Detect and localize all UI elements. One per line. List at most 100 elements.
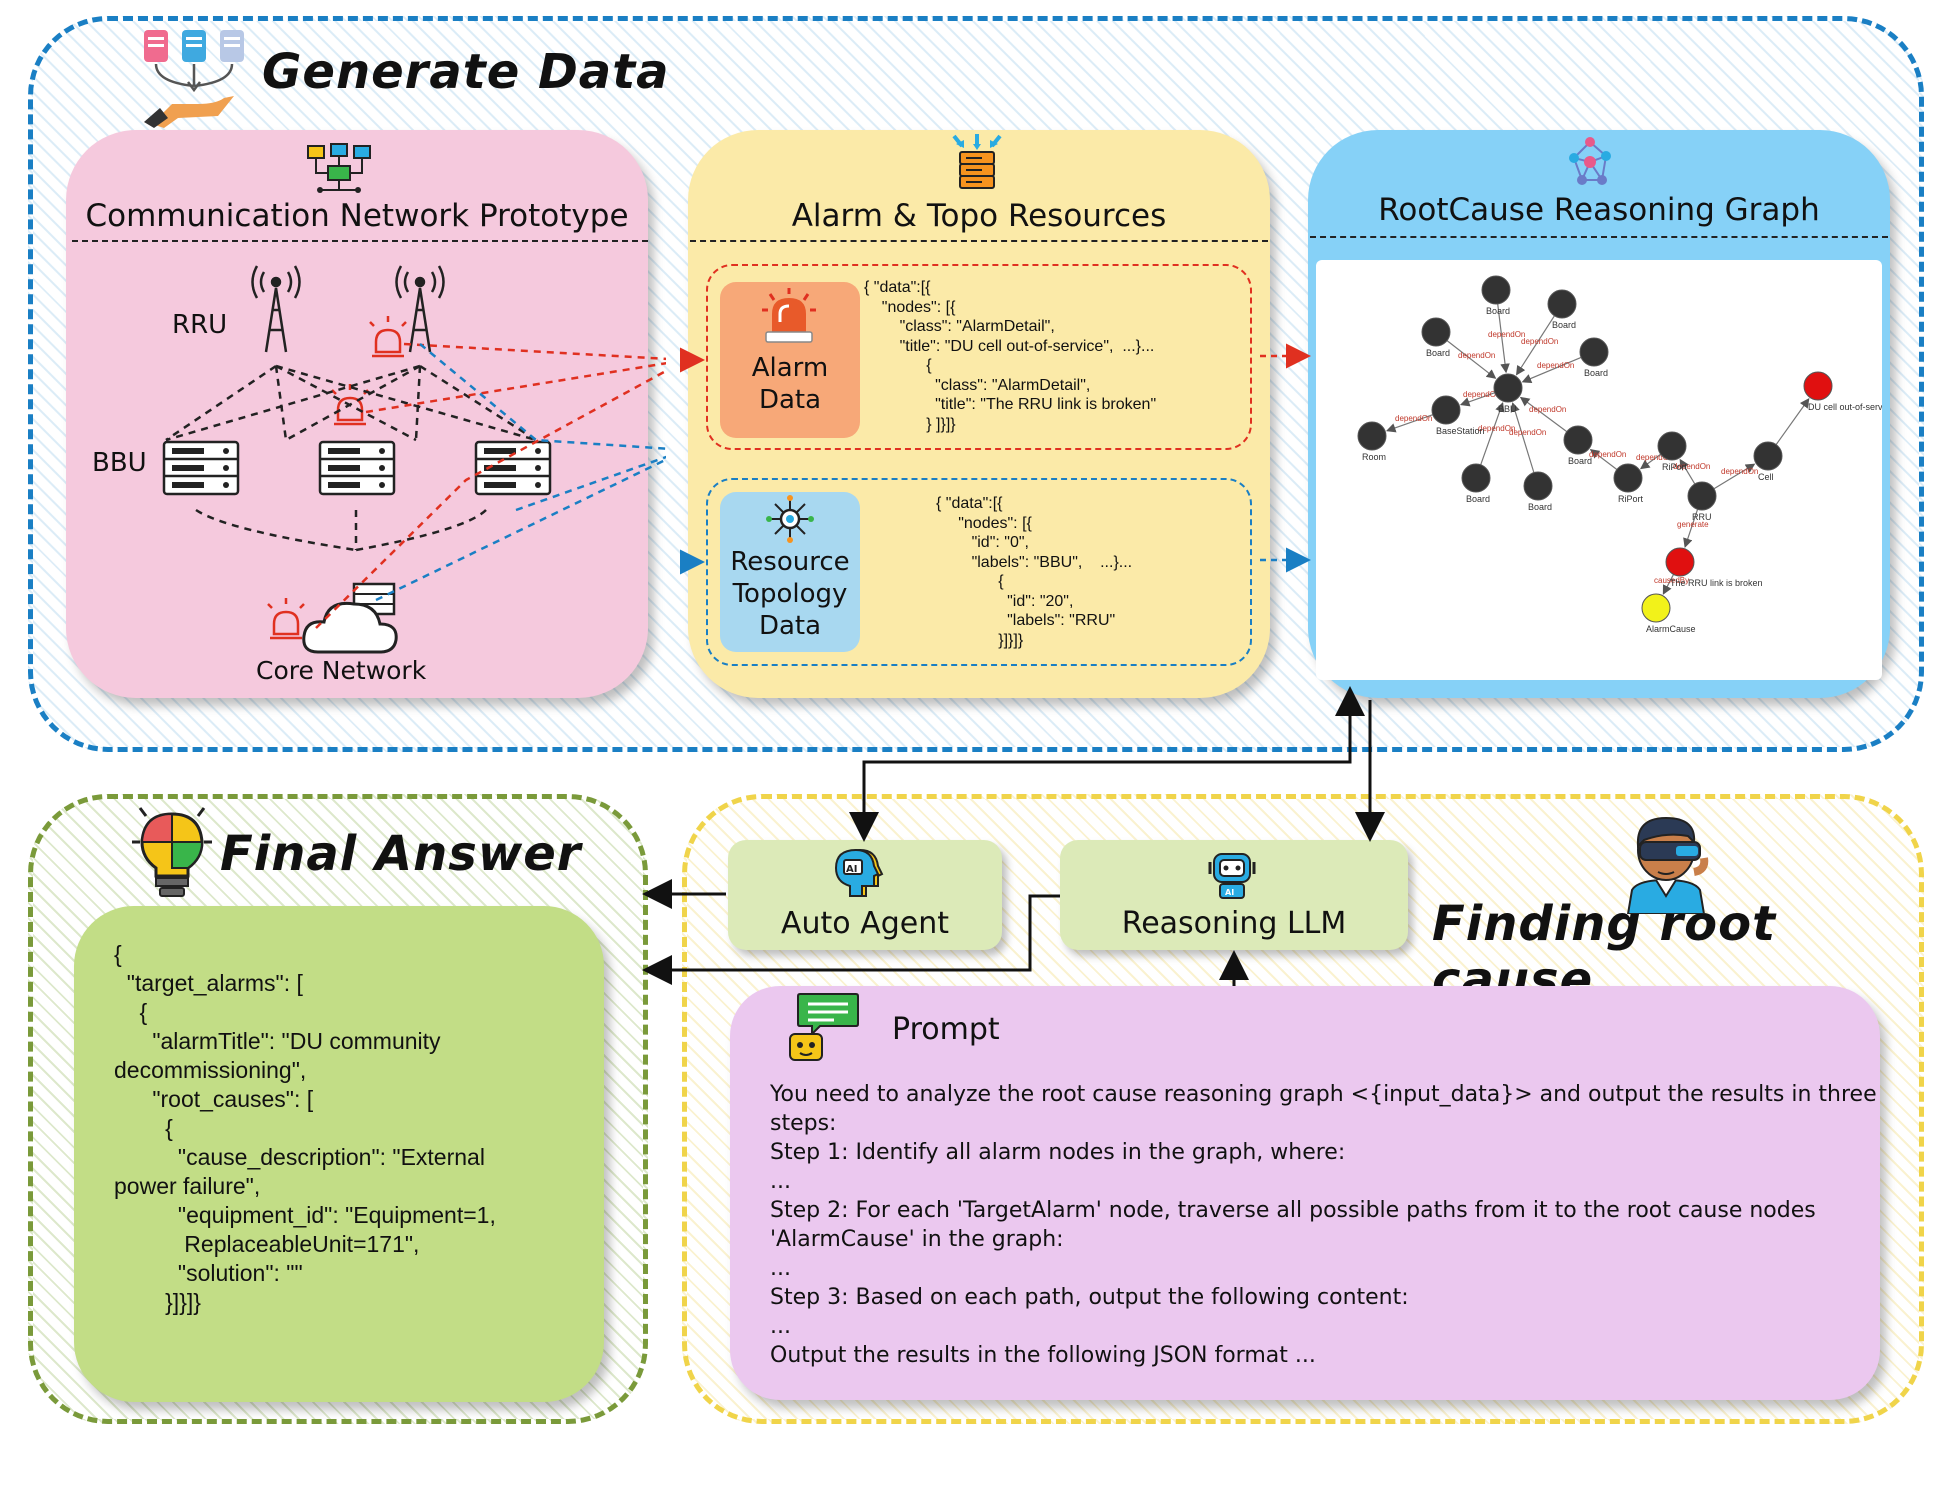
- graph-node-bbu: [1493, 373, 1523, 403]
- auto-agent-label: Auto Agent: [781, 906, 949, 941]
- graph-node-label: RRU: [1692, 512, 1712, 522]
- graph-node-label: BaseStation: [1436, 426, 1485, 436]
- graph-node-board6: [1523, 471, 1553, 501]
- graph-node-label: Cell: [1758, 472, 1774, 482]
- graph-node-label: RiPort: [1662, 462, 1688, 472]
- topology-data-box: [706, 478, 1252, 666]
- data-generation-icon: [144, 30, 244, 128]
- graph-edge-label: dependOn: [1537, 361, 1574, 370]
- graph-node-label: Room: [1362, 452, 1386, 462]
- resources-title-divider: [690, 240, 1268, 242]
- graph-edge: [1446, 340, 1497, 379]
- graph-edge: [1519, 396, 1568, 433]
- prompt-line: 'AlarmCause' in the graph:: [770, 1227, 1064, 1252]
- graph-edge-label: dependOn: [1395, 414, 1432, 423]
- prompt-line: steps:: [770, 1111, 837, 1136]
- graph-node-label: Board: [1584, 368, 1608, 378]
- graph-edge: [1713, 463, 1756, 490]
- graph-node-board3: [1421, 317, 1451, 347]
- topology-data-label: Resource Topology Data: [730, 547, 850, 641]
- network-title-divider: [72, 240, 648, 242]
- prompt-line: You need to analyze the root cause reaso…: [770, 1082, 1877, 1107]
- alarm-data-json: { "data":[{ "nodes": [{ "class": "AlarmD…: [864, 279, 1157, 433]
- svg-text:AI: AI: [846, 864, 857, 875]
- rru-tower-icon: [395, 265, 445, 353]
- bbu-server-icon: [162, 440, 240, 496]
- graph-node-label: Board: [1486, 306, 1510, 316]
- reasoning-graph: dependOndependOndependOndependOndependOn…: [1357, 275, 1882, 634]
- graph-edge: [1521, 356, 1582, 384]
- graph-canvas: [1316, 260, 1882, 680]
- graph-edge: [1679, 458, 1696, 485]
- prompt-text: You need to analyze the root cause reaso…: [770, 1080, 1877, 1370]
- resources-panel-title: Alarm & Topo Resources: [791, 198, 1167, 234]
- reasoning-graph-title: RootCause Reasoning Graph: [1378, 192, 1820, 228]
- prompt-line: ...: [770, 1169, 791, 1194]
- alarm-data-label: Alarm Data: [751, 353, 829, 415]
- alarm-beacon-icon: [331, 384, 369, 426]
- graph-edge-label: dependOn: [1463, 390, 1500, 399]
- prompt-title: Prompt: [892, 1012, 1000, 1047]
- graph-node-basestation: [1431, 395, 1461, 425]
- graph-node-label: RiPort: [1618, 494, 1644, 504]
- final-answer-title: Final Answer: [220, 826, 582, 882]
- graph-node-label: BBU: [1498, 404, 1517, 414]
- graph-edge-label: dependOn: [1636, 453, 1673, 462]
- graph-node-label: Board: [1466, 494, 1490, 504]
- graph-edge: [1510, 402, 1535, 473]
- graph-title-divider: [1310, 236, 1888, 238]
- network-panel-title: Communication Network Prototype: [85, 198, 629, 234]
- lightbulb-puzzle-icon: [132, 807, 212, 897]
- prompt-line: Step 2: For each 'TargetAlarm' node, tra…: [770, 1198, 1816, 1223]
- rru-tower-icon: [251, 265, 301, 353]
- graph-edge-label: dependOn: [1509, 428, 1546, 437]
- graph-node-board1: [1481, 275, 1511, 305]
- graph-edge-label: causedBy: [1654, 576, 1689, 585]
- prompt-line: ...: [770, 1256, 791, 1281]
- graph-edge-label: dependOn: [1488, 330, 1525, 339]
- graph-edge: [1589, 448, 1618, 471]
- graph-edge: [1497, 303, 1510, 374]
- alarm-beacon-icon: [267, 598, 305, 640]
- graph-edge-label: generate: [1677, 520, 1709, 529]
- graph-edge: [1662, 574, 1675, 595]
- graph-edge-label: dependOn: [1673, 462, 1710, 471]
- alarm-beacon-icon: [369, 316, 407, 358]
- agent-ai-head-icon: AI: [834, 848, 884, 897]
- svg-text:AI: AI: [1225, 888, 1234, 897]
- prompt-line: Step 1: Identify all alarm nodes in the …: [770, 1140, 1346, 1165]
- generate-data-title: Generate Data: [262, 44, 670, 100]
- graph-node-riport1: [1613, 463, 1643, 493]
- graph-edge-label: dependOn: [1521, 337, 1558, 346]
- llm-robot-icon: AI: [1208, 853, 1256, 899]
- finding-root-cause-title: Finding root cause: [1432, 896, 1777, 1008]
- graph-edge: [1683, 509, 1699, 548]
- network-topology-icon: [307, 143, 371, 193]
- graph-node-alarmcause: [1641, 593, 1671, 623]
- engineer-avatar-icon: [1626, 816, 1709, 914]
- graph-edge: [1516, 315, 1555, 376]
- graph-node-board5: [1461, 463, 1491, 493]
- graph-edge: [1480, 401, 1505, 466]
- graph-node-label: The RRU link is broken: [1670, 578, 1763, 588]
- graph-node-du: [1803, 371, 1833, 401]
- bbu-label: BBU: [92, 448, 147, 478]
- graph-edge: [1385, 414, 1433, 433]
- graph-node-label: Board: [1568, 456, 1592, 466]
- graph-node-label: AlarmCause: [1646, 624, 1696, 634]
- graph-node-board4: [1579, 337, 1609, 367]
- topology-data-json: { "data":[{ "nodes": [{ "id": "0", "labe…: [936, 495, 1133, 649]
- graph-edge-label: dependOn: [1721, 467, 1758, 476]
- prompt-line: Step 3: Based on each path, output the f…: [770, 1285, 1409, 1310]
- resource-collect-icon: [952, 134, 1002, 189]
- graph-node-label: Board: [1426, 348, 1450, 358]
- graph-edge-label: dependOn: [1458, 351, 1495, 360]
- graph-node-cell: [1753, 441, 1783, 471]
- graph-edge-label: dependOn: [1529, 405, 1566, 414]
- rru-label: RRU: [172, 310, 228, 340]
- graph-node-label: Board: [1528, 502, 1552, 512]
- chat-robot-icon: [789, 993, 859, 1061]
- alarm-siren-icon: [762, 288, 816, 343]
- graph-node-room: [1357, 421, 1387, 451]
